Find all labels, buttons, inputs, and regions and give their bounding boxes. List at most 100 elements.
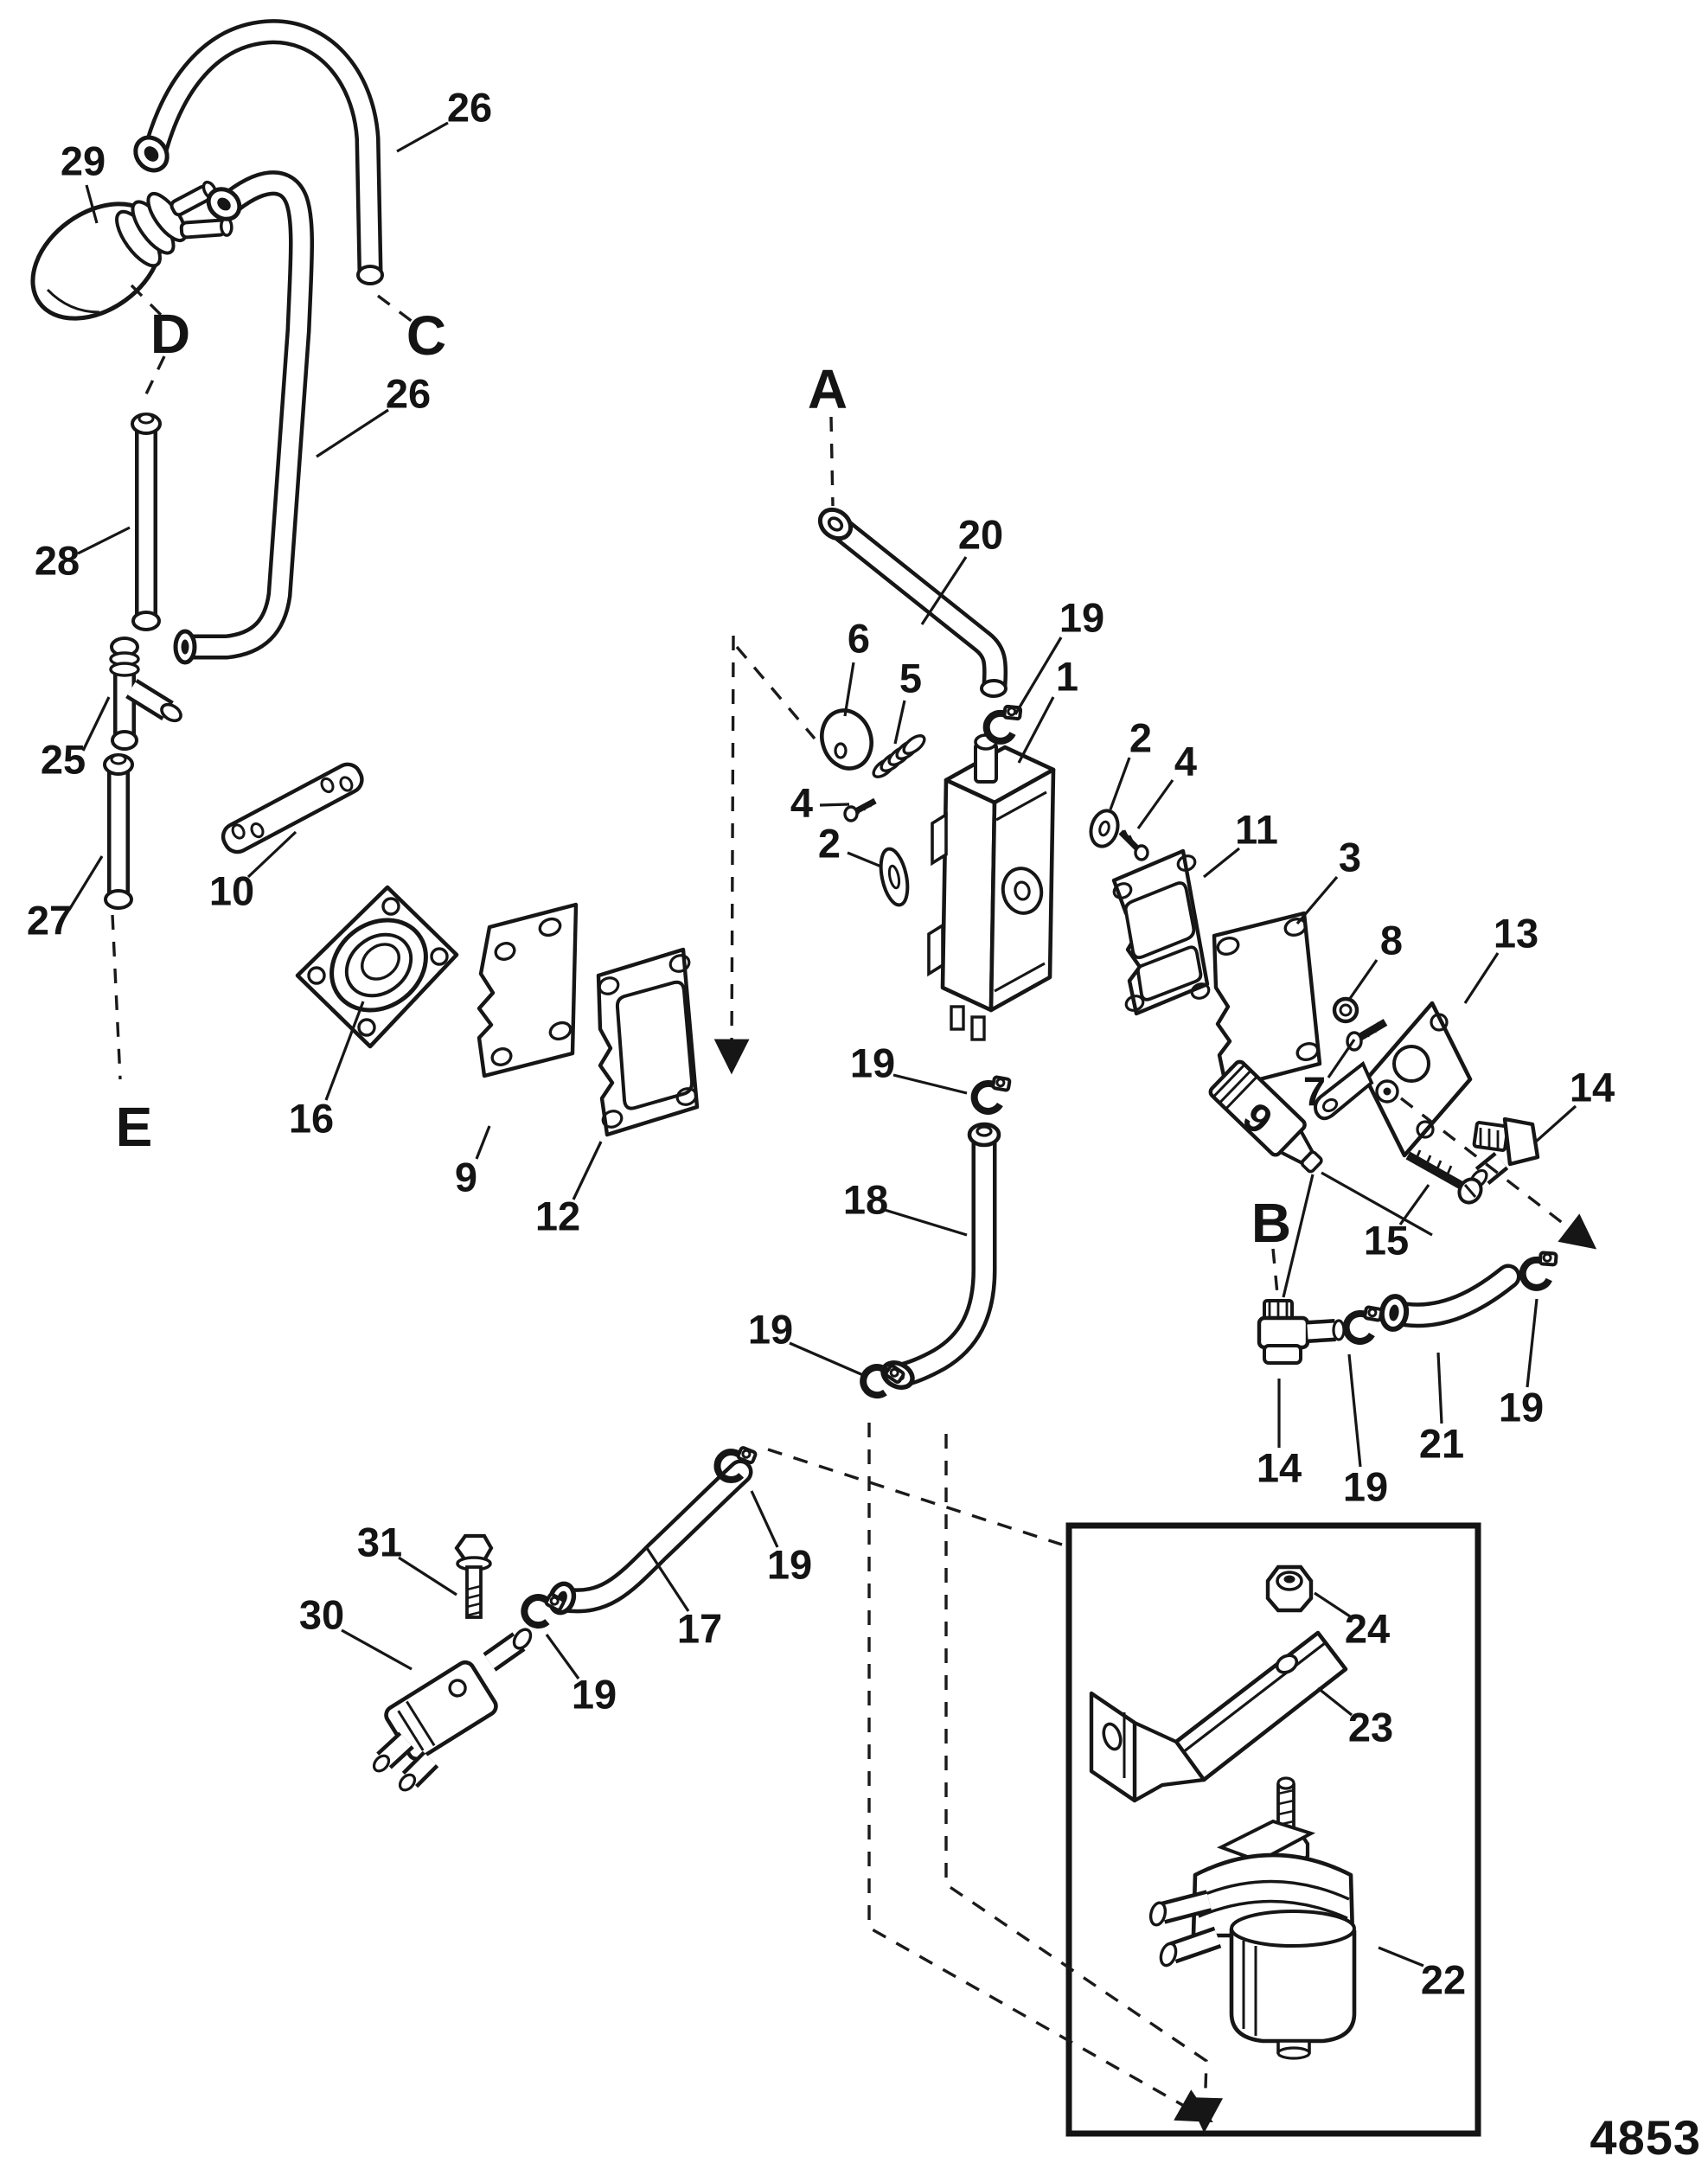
leader-line: [645, 1547, 690, 1612]
washer-2-left: [879, 847, 910, 907]
screw-7: [1346, 1019, 1388, 1052]
callout-label-19: 19: [572, 1671, 617, 1717]
section-line: [713, 635, 750, 1075]
fuel-connector-30: [372, 1628, 533, 1792]
fuel-tube-28: [131, 413, 162, 631]
leader-line: [1378, 1946, 1424, 1967]
fuel-hose-26-upper: [133, 19, 384, 285]
leader-line: [1017, 696, 1055, 764]
leader-line: [1014, 637, 1063, 715]
hose-clamp-19: [972, 1075, 1014, 1113]
leader-line: [316, 408, 389, 458]
hose-21: [1379, 1264, 1521, 1332]
callout-label-30: 30: [299, 1591, 344, 1637]
leader-line: [1321, 1171, 1433, 1237]
hose-clamp-19: [982, 703, 1027, 744]
callout-label-11: 11: [1235, 806, 1278, 852]
callout-label-22: 22: [1421, 1956, 1466, 2002]
callout-label-27: 27: [27, 897, 72, 943]
callout-label-12: 12: [535, 1193, 580, 1238]
leader-line: [85, 184, 99, 224]
callout-label-19: 19: [767, 1541, 812, 1587]
callout-label-B: B: [1251, 1192, 1291, 1254]
leader-line: [396, 121, 449, 153]
callout-label-26: 26: [447, 84, 492, 130]
callout-label-15: 15: [1364, 1217, 1409, 1263]
bolt-31: [454, 1533, 494, 1619]
leader-line: [1327, 1039, 1356, 1078]
section-line: [867, 1423, 1213, 2123]
fuel-pump-body-1: [927, 733, 1056, 1041]
callout-label-19: 19: [1343, 1463, 1388, 1509]
elbow-fitting-14-upper: [1469, 1116, 1540, 1189]
callout-label-16: 16: [289, 1095, 334, 1141]
callout-label-5: 5: [899, 655, 922, 701]
screw-15: [1405, 1149, 1483, 1205]
leader-line: [1136, 779, 1174, 829]
callout-label-29: 29: [61, 138, 106, 183]
callout-label-19: 19: [748, 1306, 793, 1352]
callout-label-E: E: [116, 1096, 153, 1158]
screw-4-left: [843, 797, 877, 822]
callout-label-25: 25: [41, 736, 86, 782]
leader-line: [572, 1141, 603, 1200]
callout-label-14: 14: [1257, 1444, 1302, 1490]
callout-label-28: 28: [35, 537, 80, 583]
callout-label-17: 17: [677, 1605, 722, 1651]
elbow-fitting-14-lower: [1257, 1299, 1346, 1365]
leader-line: [1202, 847, 1241, 879]
leader-line: [920, 556, 968, 625]
section-line: [140, 355, 166, 404]
section-line: [1271, 1248, 1279, 1295]
hose-17: [547, 1459, 753, 1616]
fuel-hose-26-long: [173, 170, 315, 665]
hose-20: [817, 507, 1008, 698]
callout-label-21: 21: [1419, 1420, 1464, 1466]
check-valve-disc-6: [820, 708, 873, 771]
leader-line: [843, 662, 855, 717]
leader-line: [1347, 1353, 1362, 1468]
leader-line: [77, 526, 131, 555]
leader-line: [341, 1628, 413, 1671]
callout-label-C: C: [406, 304, 446, 367]
callout-label-31: 31: [357, 1519, 402, 1564]
drawing-number: 4853: [1590, 2110, 1701, 2165]
pump-flange-16: [295, 885, 459, 1049]
callout-label-3: 3: [1339, 834, 1361, 880]
leader-line: [1398, 1184, 1430, 1225]
washer-2-right: [1089, 809, 1120, 848]
section-line: [829, 416, 835, 507]
leader-line: [545, 1634, 580, 1680]
leader-line: [1347, 959, 1379, 1001]
primer-bulb: [30, 180, 233, 321]
section-line: [944, 1434, 1224, 2134]
leader-line: [750, 1490, 779, 1548]
callout-label-20: 20: [958, 511, 1003, 557]
leader-line: [893, 700, 906, 745]
bracket-23: [1089, 1630, 1348, 1803]
leader-line: [1314, 1591, 1351, 1618]
callout-label-6: 6: [848, 615, 870, 661]
callout-label-2: 2: [818, 820, 841, 866]
callout-label-19: 19: [850, 1040, 895, 1085]
screw-4-right: [1118, 829, 1149, 861]
callout-label-9: 9: [455, 1154, 477, 1200]
leader-and-section-lines: [67, 121, 1597, 2134]
gasket-11: [1111, 848, 1211, 1016]
leader-line: [1526, 1298, 1538, 1388]
tee-fitting-25: [109, 637, 182, 751]
fuel-tube-27: [103, 753, 134, 910]
leader-line: [475, 1125, 491, 1160]
callout-label-4: 4: [790, 779, 813, 825]
leader-line: [1436, 1352, 1443, 1424]
section-line: [1399, 1097, 1597, 1250]
callout-label-8: 8: [1380, 917, 1403, 963]
callout-label-2: 2: [1129, 714, 1152, 760]
hose-18: [880, 1122, 1001, 1390]
sealant-tube: [1208, 1059, 1323, 1174]
leader-line: [1282, 1174, 1315, 1298]
hose-clamp-19: [1519, 1249, 1564, 1290]
